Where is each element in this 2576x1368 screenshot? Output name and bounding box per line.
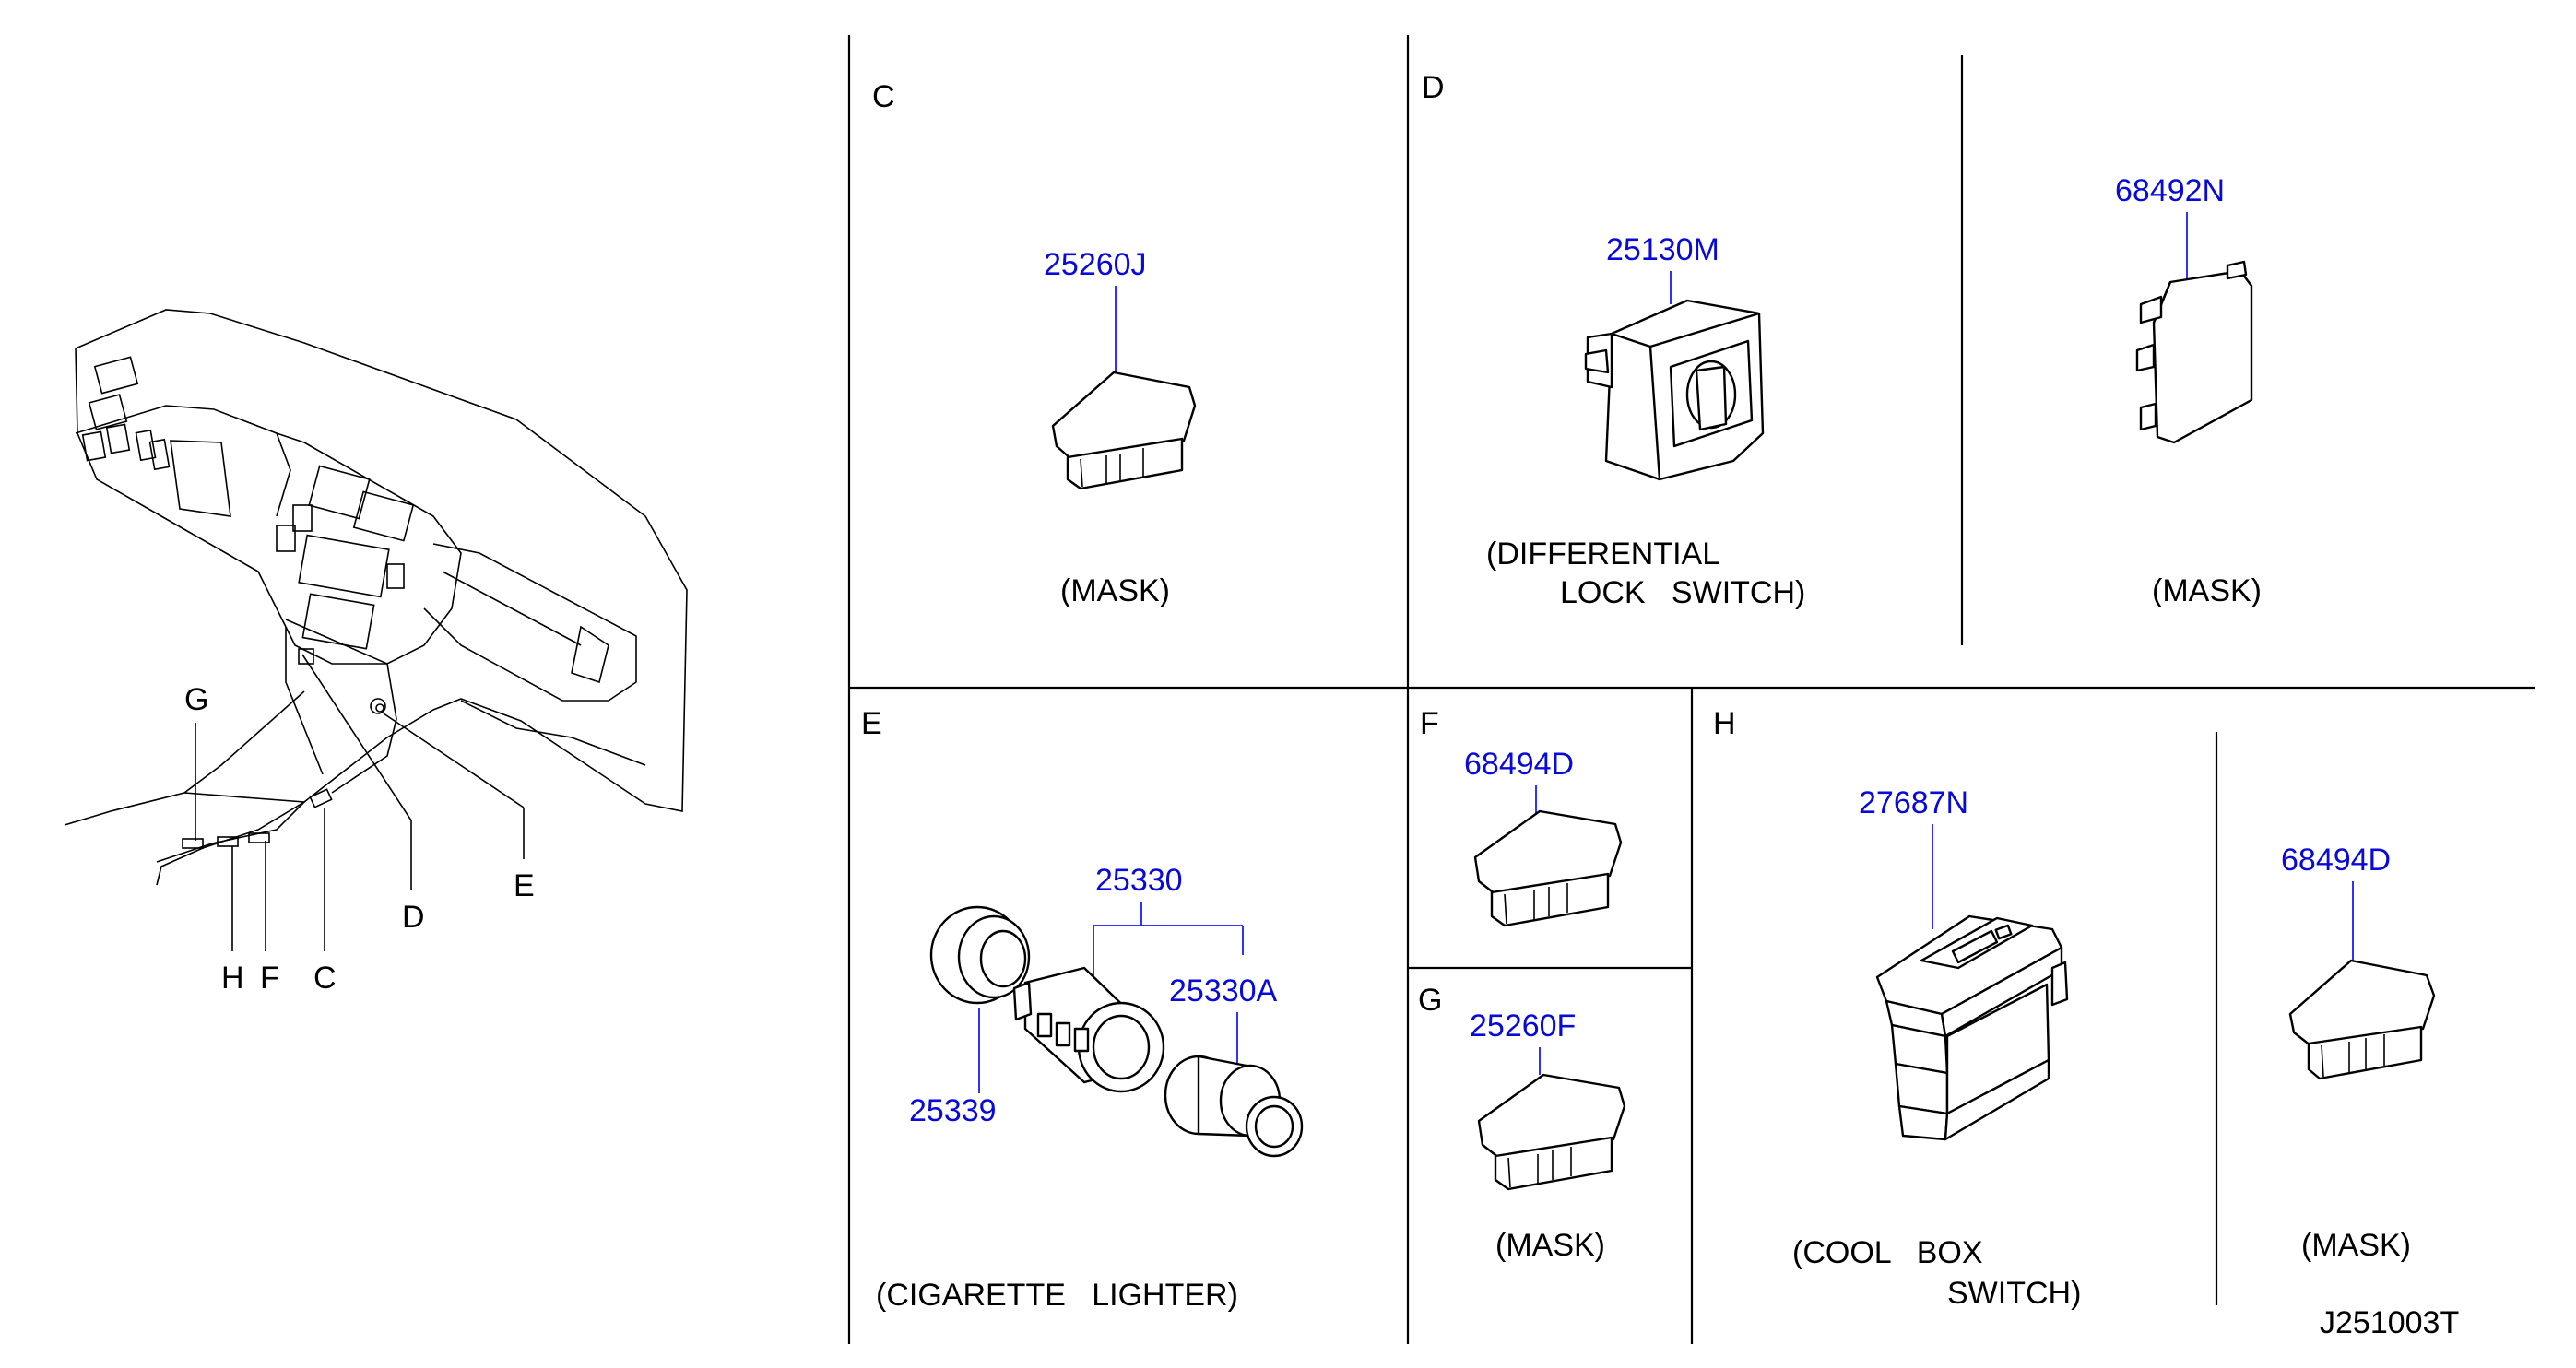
section-f: F 68494D <box>1420 706 1623 927</box>
section-letter-e: E <box>861 706 882 741</box>
overview-callouts: G D E H F C <box>184 654 535 996</box>
part-number-25330: 25330 <box>1095 863 1183 898</box>
grid-lines <box>847 35 2535 1344</box>
mask-switch-blank-c <box>1051 371 1197 490</box>
callout-g: G <box>184 682 208 717</box>
caption-mask-h: (MASK) <box>2301 1228 2411 1263</box>
section-letter-f: F <box>1420 706 1439 741</box>
caption-diff-lock-line1: (DIFFERENTIAL <box>1486 537 1719 572</box>
section-d: D 25130M (DIFFERENTIAL LOCK SWITCH) <box>1422 70 1805 610</box>
caption-mask-g: (MASK) <box>1495 1228 1605 1263</box>
part-number-25130m: 25130M <box>1606 232 1719 267</box>
cigarette-lighter-bezel <box>929 905 1031 1005</box>
part-number-25260j: 25260J <box>1044 247 1147 282</box>
callout-d: D <box>402 900 425 935</box>
section-d-mask: 68492N (MASK) <box>2115 173 2262 608</box>
mask-blank-g <box>1477 1073 1626 1191</box>
caption-diff-lock-line2: LOCK SWITCH) <box>1560 575 1805 610</box>
section-h-mask: 68494D (MASK) <box>2281 843 2436 1263</box>
part-number-25330a: 25330A <box>1169 973 1278 1008</box>
callout-h: H <box>221 961 244 996</box>
callout-f: F <box>260 961 279 996</box>
caption-cool-box-line1: (COOL BOX <box>1792 1235 1983 1270</box>
caption-cool-box-line2: SWITCH) <box>1947 1276 2081 1311</box>
cool-box-switch <box>1875 914 2069 1141</box>
caption-cigarette-lighter: (CIGARETTE LIGHTER) <box>876 1278 1238 1313</box>
section-g: G 25260F (MASK) <box>1418 983 1626 1263</box>
section-e: E 25330 25330A 25339 <box>861 706 1304 1313</box>
mask-blank-h <box>2288 959 2436 1080</box>
differential-lock-switch <box>1584 299 1765 481</box>
dashboard-overview <box>64 309 688 886</box>
section-letter-c: C <box>872 79 895 114</box>
caption-mask-68492n: (MASK) <box>2152 573 2262 608</box>
section-h: H 27687N (COOL BOX SWITCH) <box>1713 706 2081 1311</box>
part-number-68494d-f: 68494D <box>1464 747 1574 782</box>
part-number-25339: 25339 <box>909 1093 997 1128</box>
caption-mask-c: (MASK) <box>1060 573 1170 608</box>
section-letter-h: H <box>1713 706 1736 741</box>
section-letter-d: D <box>1422 70 1445 105</box>
mask-blank-f <box>1473 809 1623 927</box>
section-c: C 25260J (MASK) <box>872 79 1197 608</box>
cigarette-lighter-plug <box>1164 1055 1304 1158</box>
callout-e: E <box>514 868 535 903</box>
cigarette-lighter-socket <box>1012 966 1165 1093</box>
part-number-25260f: 25260F <box>1470 1008 1576 1044</box>
section-letter-g: G <box>1418 983 1442 1018</box>
part-number-27687n: 27687N <box>1859 785 1968 820</box>
mask-blank-68492n <box>2135 260 2253 444</box>
callout-c: C <box>313 961 337 996</box>
part-number-68492n: 68492N <box>2115 173 2225 208</box>
diagram-code: J251003T <box>2320 1305 2459 1340</box>
part-number-68494d-h: 68494D <box>2281 843 2391 878</box>
